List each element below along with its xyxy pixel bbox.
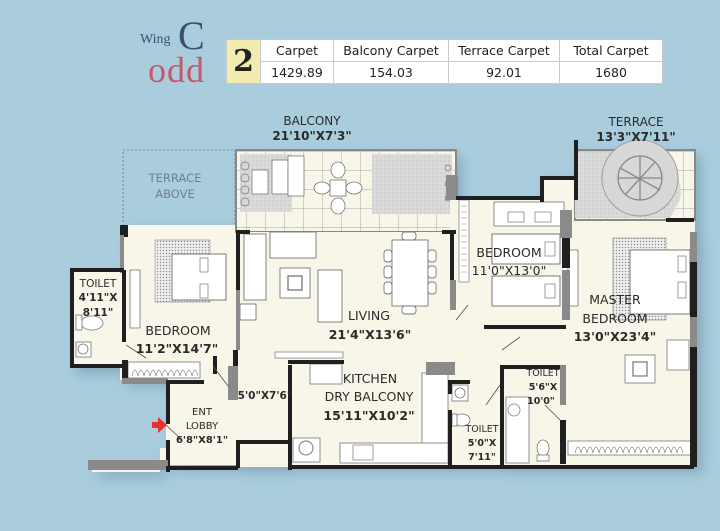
toilet-left-fixtures: [75, 314, 104, 358]
entrance-label-1: ENT: [192, 407, 213, 418]
room-labels: BALCONY 21'10"X7'3" TERRACE 13'3"X7'11" …: [79, 114, 676, 463]
terrace-above-label-1: TERRACE: [148, 171, 202, 185]
toilet-mid-label: TOILET: [464, 424, 498, 435]
master-bedroom-label-1: MASTER: [589, 292, 641, 307]
toilet-left-size-2: 8'11": [83, 307, 114, 319]
living-furniture: [239, 231, 437, 323]
unit-type: odd: [148, 50, 205, 90]
wing-label: Wing: [140, 32, 171, 47]
balcony: [235, 149, 457, 233]
val-balcony-carpet: 154.03: [333, 61, 449, 84]
terrace-seating: [617, 155, 663, 201]
kitchen-size: 15'11"X10'2": [323, 408, 414, 423]
living-size: 21'4"X13'6": [329, 327, 412, 342]
entry-arrow-icon: [152, 417, 167, 433]
val-terrace-carpet: 92.01: [448, 61, 560, 84]
terrace: [574, 139, 696, 221]
master-bedroom-size: 13'0"X23'4": [574, 329, 657, 344]
balcony-table-set: [313, 161, 363, 215]
terrace-above-label-2: ABOVE: [155, 187, 195, 201]
bhk-number: 2: [226, 39, 261, 84]
door-swings: [125, 304, 561, 441]
toilet-mid-size-1: 5'0"X: [468, 438, 497, 449]
master-bedroom-furniture: [567, 232, 694, 464]
toilet-right-label: TOILET: [525, 368, 559, 379]
toilet-right-size-2: 10'0": [527, 396, 555, 407]
toilet-left-size-1: 4'11"X: [79, 292, 118, 304]
bedroom-left-size: 11'2"X14'7": [136, 341, 219, 356]
bedroom-left-label: BEDROOM: [145, 323, 210, 338]
toilet-left-label: TOILET: [79, 278, 117, 290]
toilet-right-fixtures: [505, 396, 550, 464]
toilet-right-size-1: 5'6"X: [529, 382, 558, 393]
col-total-carpet: Total Carpet: [559, 39, 663, 62]
col-balcony-carpet: Balcony Carpet: [333, 39, 449, 62]
kitchen-label: KITCHEN: [343, 371, 397, 386]
toilet-mid-size-2: 7'11": [468, 452, 496, 463]
area-table: 2 Carpet Balcony Carpet Terrace Carpet T…: [226, 39, 663, 84]
toilet-mid-fixtures: [451, 384, 471, 427]
bedroom-mid-size: 11'0"X13'0": [472, 263, 547, 278]
area-table-value-row: 1429.89 154.03 92.01 1680: [227, 61, 663, 84]
passage-size: 5'0"X7'6": [238, 390, 293, 402]
balcony-label: BALCONY: [283, 114, 341, 128]
walls: [70, 140, 697, 472]
val-total-carpet: 1680: [559, 61, 663, 84]
area-table-header-row: 2 Carpet Balcony Carpet Terrace Carpet T…: [226, 39, 663, 84]
wing-letter: C: [178, 13, 205, 58]
bedroom-left-furniture: [127, 239, 227, 379]
living-label: LIVING: [348, 308, 390, 323]
kitchen-fixtures: [274, 351, 500, 464]
col-terrace-carpet: Terrace Carpet: [448, 39, 560, 62]
entrance-size: 6'8"X8'1": [176, 435, 228, 446]
master-bedroom-label-2: BEDROOM: [582, 311, 647, 326]
bedroom-mid-label: BEDROOM: [476, 245, 541, 260]
entrance-label-2: LOBBY: [186, 421, 219, 432]
terrace-size: 13'3"X7'11": [596, 130, 675, 144]
terrace-label: TERRACE: [607, 115, 663, 129]
dry-balcony-label: DRY BALCONY: [325, 389, 414, 404]
balcony-size: 21'10"X7'3": [272, 129, 351, 143]
